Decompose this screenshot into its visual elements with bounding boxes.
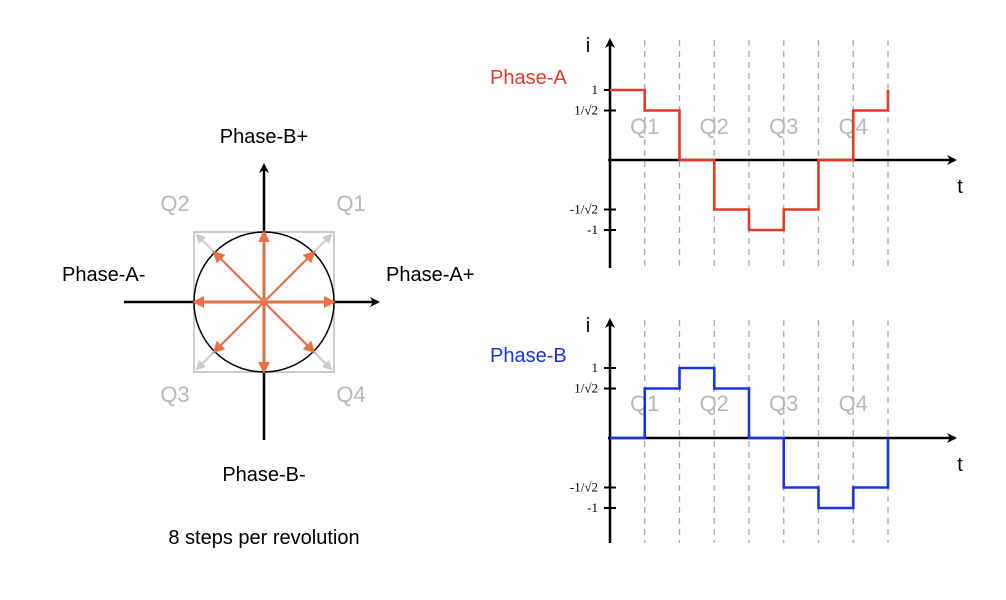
label-phase-a-minus: Phase-A- bbox=[62, 264, 145, 286]
y-tick-label: 1/√2 bbox=[574, 381, 598, 396]
caption: 8 steps per revolution bbox=[168, 527, 359, 549]
y-tick-label: -1/√2 bbox=[570, 201, 598, 216]
label-phase-b-minus: Phase-B- bbox=[222, 464, 305, 486]
step-vectors bbox=[192, 230, 336, 374]
y-tick-label: -1 bbox=[587, 500, 598, 515]
plot-title: Phase-B bbox=[490, 345, 567, 367]
y-tick-label: 1/√2 bbox=[574, 103, 598, 118]
y-axis-label: i bbox=[586, 35, 590, 57]
current-waveform bbox=[610, 366, 890, 510]
step-arrow-ne bbox=[263, 250, 316, 303]
quadrant-label-q2: Q2 bbox=[160, 191, 189, 216]
label-phase-b-plus: Phase-B+ bbox=[220, 126, 308, 148]
quadrant-label: Q3 bbox=[769, 391, 798, 416]
x-axis-label: t bbox=[957, 176, 963, 198]
quadrant-label-q1: Q1 bbox=[336, 191, 365, 216]
y-tick-label: -1 bbox=[587, 222, 598, 237]
y-tick-label: -1/√2 bbox=[570, 479, 598, 494]
quadrant-label: Q2 bbox=[700, 114, 729, 139]
x-axis-label: t bbox=[957, 454, 963, 476]
y-axis-label: i bbox=[586, 315, 590, 337]
y-tick-label: 1 bbox=[592, 82, 599, 97]
step-arrow-sw bbox=[212, 301, 265, 354]
y-tick-label: 1 bbox=[592, 360, 599, 375]
quadrant-label-q4: Q4 bbox=[336, 382, 365, 407]
quadrant-label: Q2 bbox=[700, 391, 729, 416]
label-phase-a-plus: Phase-A+ bbox=[386, 264, 474, 286]
step-arrow-nw bbox=[212, 250, 265, 303]
quadrant-label: Q1 bbox=[630, 114, 659, 139]
quadrant-label: Q4 bbox=[839, 391, 868, 416]
current-waveform bbox=[610, 88, 890, 232]
step-arrow-se bbox=[263, 301, 316, 354]
quadrant-label-q3: Q3 bbox=[160, 382, 189, 407]
quadrant-label: Q3 bbox=[769, 114, 798, 139]
plot-title: Phase-A bbox=[490, 67, 567, 89]
phasor-diagram: Phase-B+ Phase-B- Phase-A+ Phase-A- Q2 Q… bbox=[62, 126, 474, 549]
